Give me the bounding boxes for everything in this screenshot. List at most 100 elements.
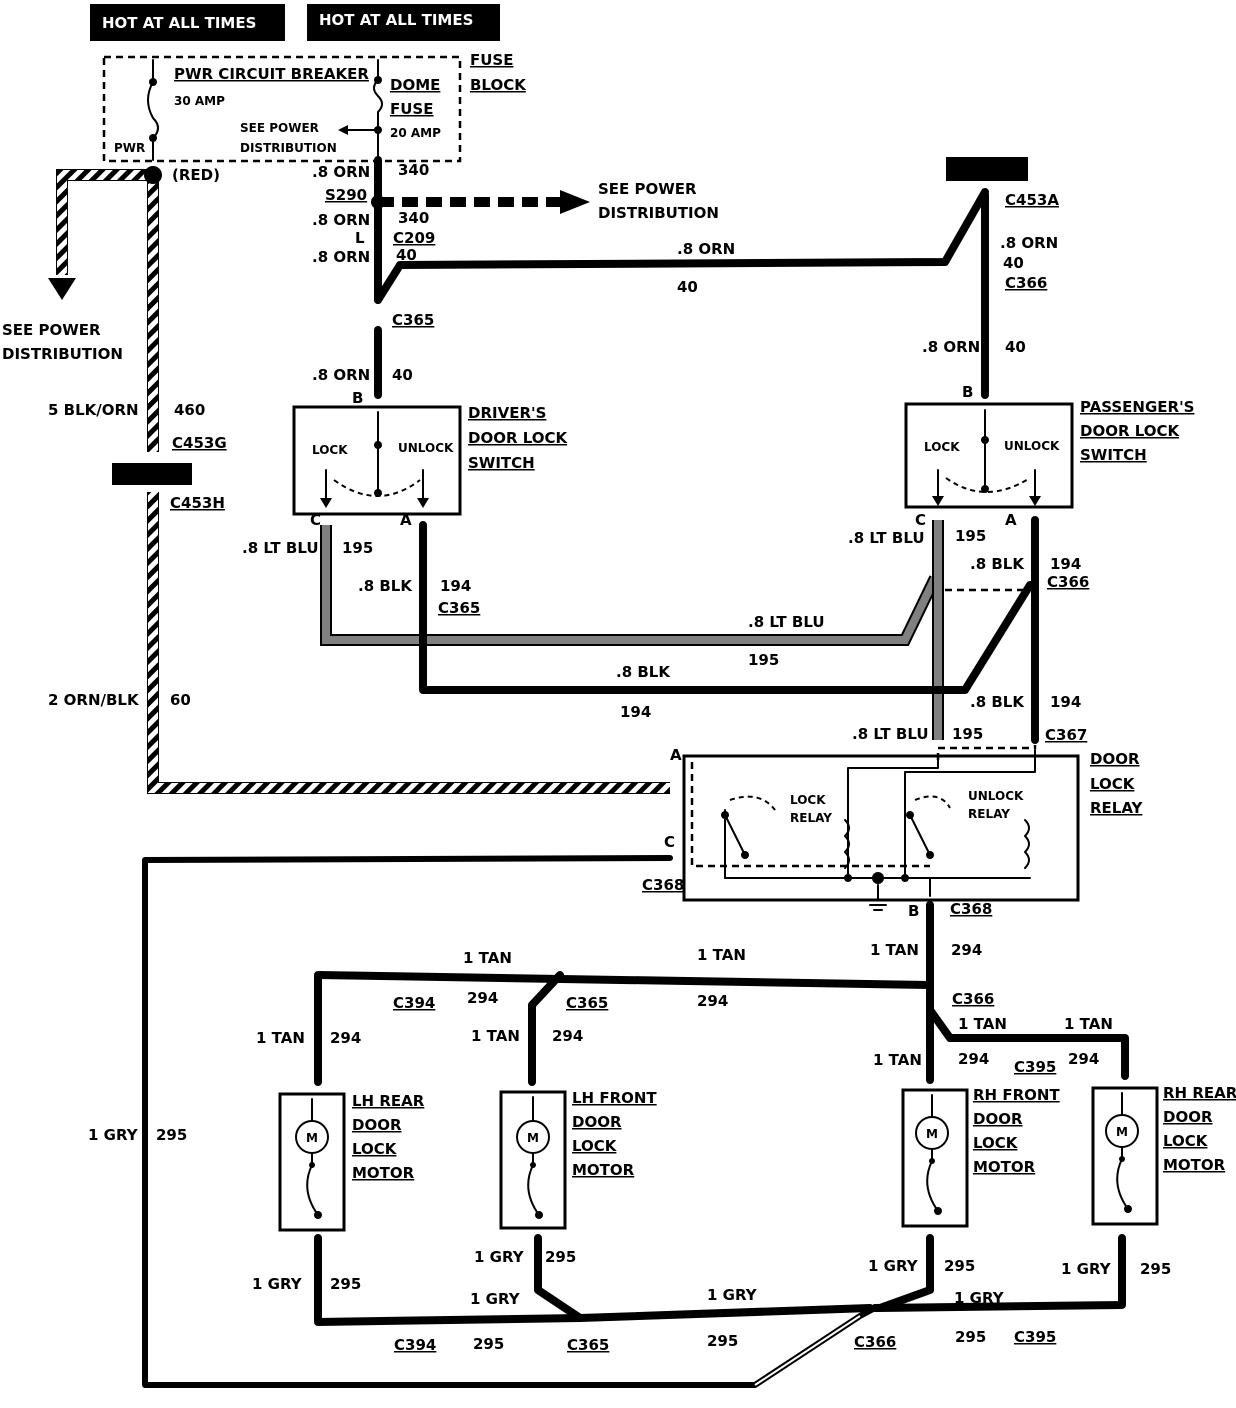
label-blk-2: .8 BLK [616, 663, 671, 681]
svg-text:DOOR LOCK: DOOR LOCK [468, 429, 569, 447]
svg-text:B: B [962, 383, 973, 401]
label-gry-8: 1 GRY [1061, 1260, 1112, 1278]
label-orn-6: .8 ORN [1000, 234, 1058, 252]
label-c395-2: C395 [1014, 1328, 1056, 1346]
svg-text:MOTOR: MOTOR [973, 1158, 1036, 1176]
svg-text:HOT AT ALL TIMES: HOT AT ALL TIMES [102, 14, 256, 32]
label-gry-3: 1 GRY [474, 1248, 525, 1266]
label-40-3: 40 [392, 366, 413, 384]
label-ltblu-2: .8 LT BLU [748, 613, 825, 631]
svg-text:BLOCK: BLOCK [470, 76, 527, 94]
label-c-1: C [310, 511, 321, 529]
label-orn-4: .8 ORN [677, 240, 735, 258]
label-tan-5: 1 TAN [1064, 1015, 1113, 1033]
svg-text:HOT AT ALL TIMES: HOT AT ALL TIMES [319, 11, 473, 29]
svg-text:DOOR: DOOR [352, 1116, 402, 1134]
label-340-1: 340 [398, 161, 429, 179]
see-power-left: SEE POWER [2, 321, 101, 339]
hot-label-right: HOT AT ALL TIMES [307, 4, 500, 41]
label-c368-1: C368 [642, 876, 684, 894]
label-tan-3: 1 TAN [870, 941, 919, 959]
svg-text:LOCK: LOCK [790, 793, 826, 807]
driver-switch: B LOCK UNLOCK DRIVER'S DOOR LOCK SWITCH [292, 389, 569, 516]
door-lock-relay: LOCK RELAY UNLOCK RELAY DOOR LOCK RELAY [682, 745, 1144, 911]
svg-text:LOCK: LOCK [352, 1140, 398, 1158]
motor-lh-rear: M LH REAR DOOR LOCK MOTOR [278, 1092, 425, 1232]
label-195-3: 195 [955, 527, 986, 545]
label-orn-1: .8 ORN [312, 163, 370, 181]
see-power-right-2: DISTRIBUTION [598, 204, 719, 222]
svg-text:MOTOR: MOTOR [1163, 1156, 1226, 1174]
label-294-7: 294 [552, 1027, 583, 1045]
label-c-3: C [664, 833, 675, 851]
label-294-6: 294 [330, 1029, 361, 1047]
svg-text:MOTOR: MOTOR [352, 1164, 415, 1182]
label-40-4: 40 [1003, 254, 1024, 272]
svg-text:LOCK: LOCK [312, 443, 348, 457]
svg-text:M: M [926, 1127, 938, 1141]
svg-text:RELAY: RELAY [1090, 799, 1144, 817]
hot-label-left: HOT AT ALL TIMES [90, 4, 285, 41]
label-gry-7: 1 GRY [954, 1289, 1005, 1307]
svg-text:B: B [352, 389, 363, 407]
svg-text:SWITCH: SWITCH [468, 454, 535, 472]
label-c-2: C [915, 511, 926, 529]
svg-text:LOCK: LOCK [1090, 775, 1136, 793]
svg-text:DOOR: DOOR [572, 1113, 622, 1131]
label-295-1: 295 [156, 1126, 187, 1144]
label-blk-orn: 5 BLK/ORN [48, 401, 139, 419]
label-blk-3: .8 BLK [970, 555, 1025, 573]
label-tan-8: 1 TAN [873, 1051, 922, 1069]
label-295-5: 295 [707, 1332, 738, 1350]
label-194-4: 194 [1050, 693, 1081, 711]
svg-text:PWR: PWR [114, 141, 145, 155]
svg-text:M: M [306, 1131, 318, 1145]
label-gry-5: 1 GRY [707, 1286, 758, 1304]
label-340-2: 340 [398, 209, 429, 227]
label-ltblu-3: .8 LT BLU [848, 529, 925, 547]
passenger-switch: B LOCK UNLOCK PASSENGER'S DOOR LOCK SWIT… [904, 383, 1194, 509]
svg-text:LOCK: LOCK [572, 1137, 618, 1155]
svg-text:UNLOCK: UNLOCK [1004, 439, 1060, 453]
svg-text:MOTOR: MOTOR [572, 1161, 635, 1179]
label-tan-1: 1 TAN [463, 949, 512, 967]
svg-text:RH REAR: RH REAR [1163, 1084, 1236, 1102]
label-294-3: 294 [951, 941, 982, 959]
label-c365-2: C365 [438, 599, 480, 617]
label-orn-2: .8 ORN [312, 211, 370, 229]
label-294-1: 294 [467, 989, 498, 1007]
label-195-2: 195 [748, 651, 779, 669]
label-c395-1: C395 [1014, 1058, 1056, 1076]
svg-text:M: M [527, 1131, 539, 1145]
svg-text:DOOR: DOOR [1090, 750, 1140, 768]
connector-c453: C453G C453H [112, 434, 227, 512]
label-194-2: 194 [620, 703, 651, 721]
svg-text:DRIVER'S: DRIVER'S [468, 404, 546, 422]
svg-text:DOOR: DOOR [973, 1110, 1023, 1128]
label-295-8: 295 [1140, 1260, 1171, 1278]
label-s290: S290 [325, 186, 367, 204]
label-gry-6: 1 GRY [868, 1257, 919, 1275]
label-294-4: 294 [958, 1050, 989, 1068]
svg-text:LH REAR: LH REAR [352, 1092, 425, 1110]
red-label: (RED) [172, 166, 220, 184]
label-295-6: 295 [944, 1257, 975, 1275]
fuse-block: FUSE BLOCK PWR CIRCUIT BREAKER 30 AMP PW… [102, 51, 527, 163]
label-c366-3: C366 [952, 990, 994, 1008]
label-40-5: 40 [1005, 338, 1026, 356]
label-orn-3: .8 ORN [312, 248, 370, 266]
label-194-3: 194 [1050, 555, 1081, 573]
label-tan-2: 1 TAN [697, 946, 746, 964]
label-ltblu-1: .8 LT BLU [242, 539, 319, 557]
label-c209: C209 [393, 229, 435, 247]
label-gry-4: 1 GRY [470, 1290, 521, 1308]
label-195-4: 195 [952, 725, 983, 743]
label-c365-3: C365 [566, 994, 608, 1012]
svg-text:20 AMP: 20 AMP [390, 126, 441, 140]
label-c368-2: C368 [950, 900, 992, 918]
motor-lh-front: M LH FRONT DOOR LOCK MOTOR [499, 1089, 657, 1230]
label-195-1: 195 [342, 539, 373, 557]
see-power-right: SEE POWER [598, 180, 697, 198]
label-294-2: 294 [697, 992, 728, 1010]
